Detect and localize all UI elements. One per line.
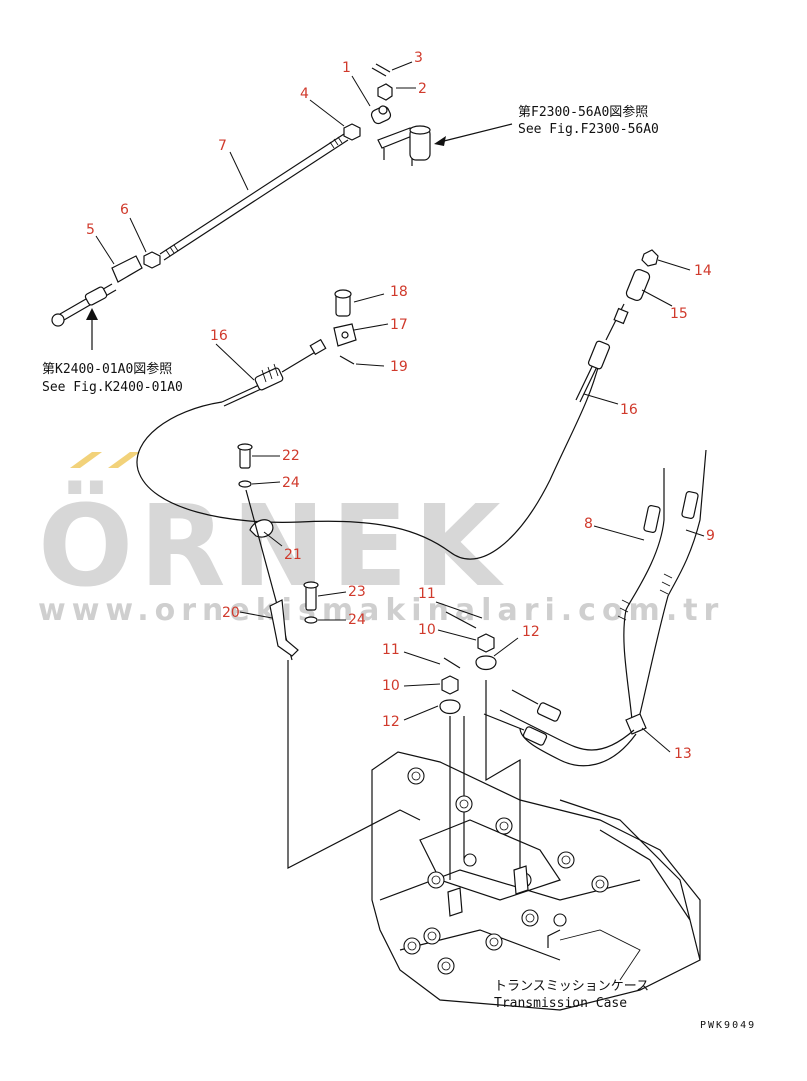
fasteners-10-12 xyxy=(439,611,521,880)
watermark-brand: ÖRNEK xyxy=(38,481,506,612)
callout-10b: 10 xyxy=(382,678,400,694)
callout-12b: 12 xyxy=(382,714,400,730)
reference-notes: 第F2300-56A0図参照 See Fig.F2300-56A0 第K2400… xyxy=(42,104,756,1031)
callout-5: 5 xyxy=(86,222,95,238)
callout-19: 19 xyxy=(390,359,408,375)
callout-3: 3 xyxy=(414,50,423,66)
cables-8-9 xyxy=(483,449,707,767)
callout-14: 14 xyxy=(694,263,712,279)
case-label-en: Transmission Case xyxy=(494,996,627,1011)
callout-17: 17 xyxy=(390,317,408,333)
callout-11a: 11 xyxy=(418,586,436,602)
callout-21: 21 xyxy=(284,547,302,563)
callout-20: 20 xyxy=(222,605,240,621)
watermark-url: www.ornekismakinalari.com.tr xyxy=(38,593,724,628)
callout-13: 13 xyxy=(674,746,692,762)
callout-24b: 24 xyxy=(348,612,366,628)
drawing-code: PWK9049 xyxy=(700,1020,756,1031)
case-label-jp: トランスミッションケース xyxy=(494,979,649,994)
watermark: ÖRNEK www.ornekismakinalari.com.tr xyxy=(38,452,724,628)
callout-10a: 10 xyxy=(418,622,436,638)
callout-1: 1 xyxy=(342,60,351,76)
callout-11b: 11 xyxy=(382,642,400,658)
callout-8: 8 xyxy=(584,516,593,532)
ref-f2300-en: See Fig.F2300-56A0 xyxy=(518,122,659,137)
callout-15: 15 xyxy=(670,306,688,322)
ref-f2300-jp: 第F2300-56A0図参照 xyxy=(518,104,648,120)
callout-numbers: 1 2 3 4 5 6 7 8 9 10 10 11 11 12 12 13 1… xyxy=(86,50,715,762)
bracket-assembly xyxy=(237,443,421,869)
watermark-accent-left xyxy=(70,452,102,468)
cable-end-right xyxy=(625,249,659,301)
callout-7: 7 xyxy=(218,138,227,154)
callout-24a: 24 xyxy=(282,475,300,491)
ref-k2400-en: See Fig.K2400-01A0 xyxy=(42,380,183,395)
callout-22: 22 xyxy=(282,448,300,464)
clamp-block xyxy=(333,289,357,365)
cable-16 xyxy=(136,303,629,560)
callout-4: 4 xyxy=(300,86,309,102)
callout-9: 9 xyxy=(706,528,715,544)
watermark-accent-right xyxy=(108,452,140,468)
callout-2: 2 xyxy=(418,81,427,97)
callout-6: 6 xyxy=(120,202,129,218)
upper-linkage xyxy=(51,63,513,350)
callout-23: 23 xyxy=(348,584,366,600)
ref-k2400-jp: 第K2400-01A0図参照 xyxy=(42,361,172,377)
callout-16a: 16 xyxy=(210,328,228,344)
callout-leaders xyxy=(95,61,705,753)
callout-12a: 12 xyxy=(522,624,540,640)
transmission-case xyxy=(371,751,701,1011)
callout-18: 18 xyxy=(390,284,408,300)
callout-16b: 16 xyxy=(620,402,638,418)
